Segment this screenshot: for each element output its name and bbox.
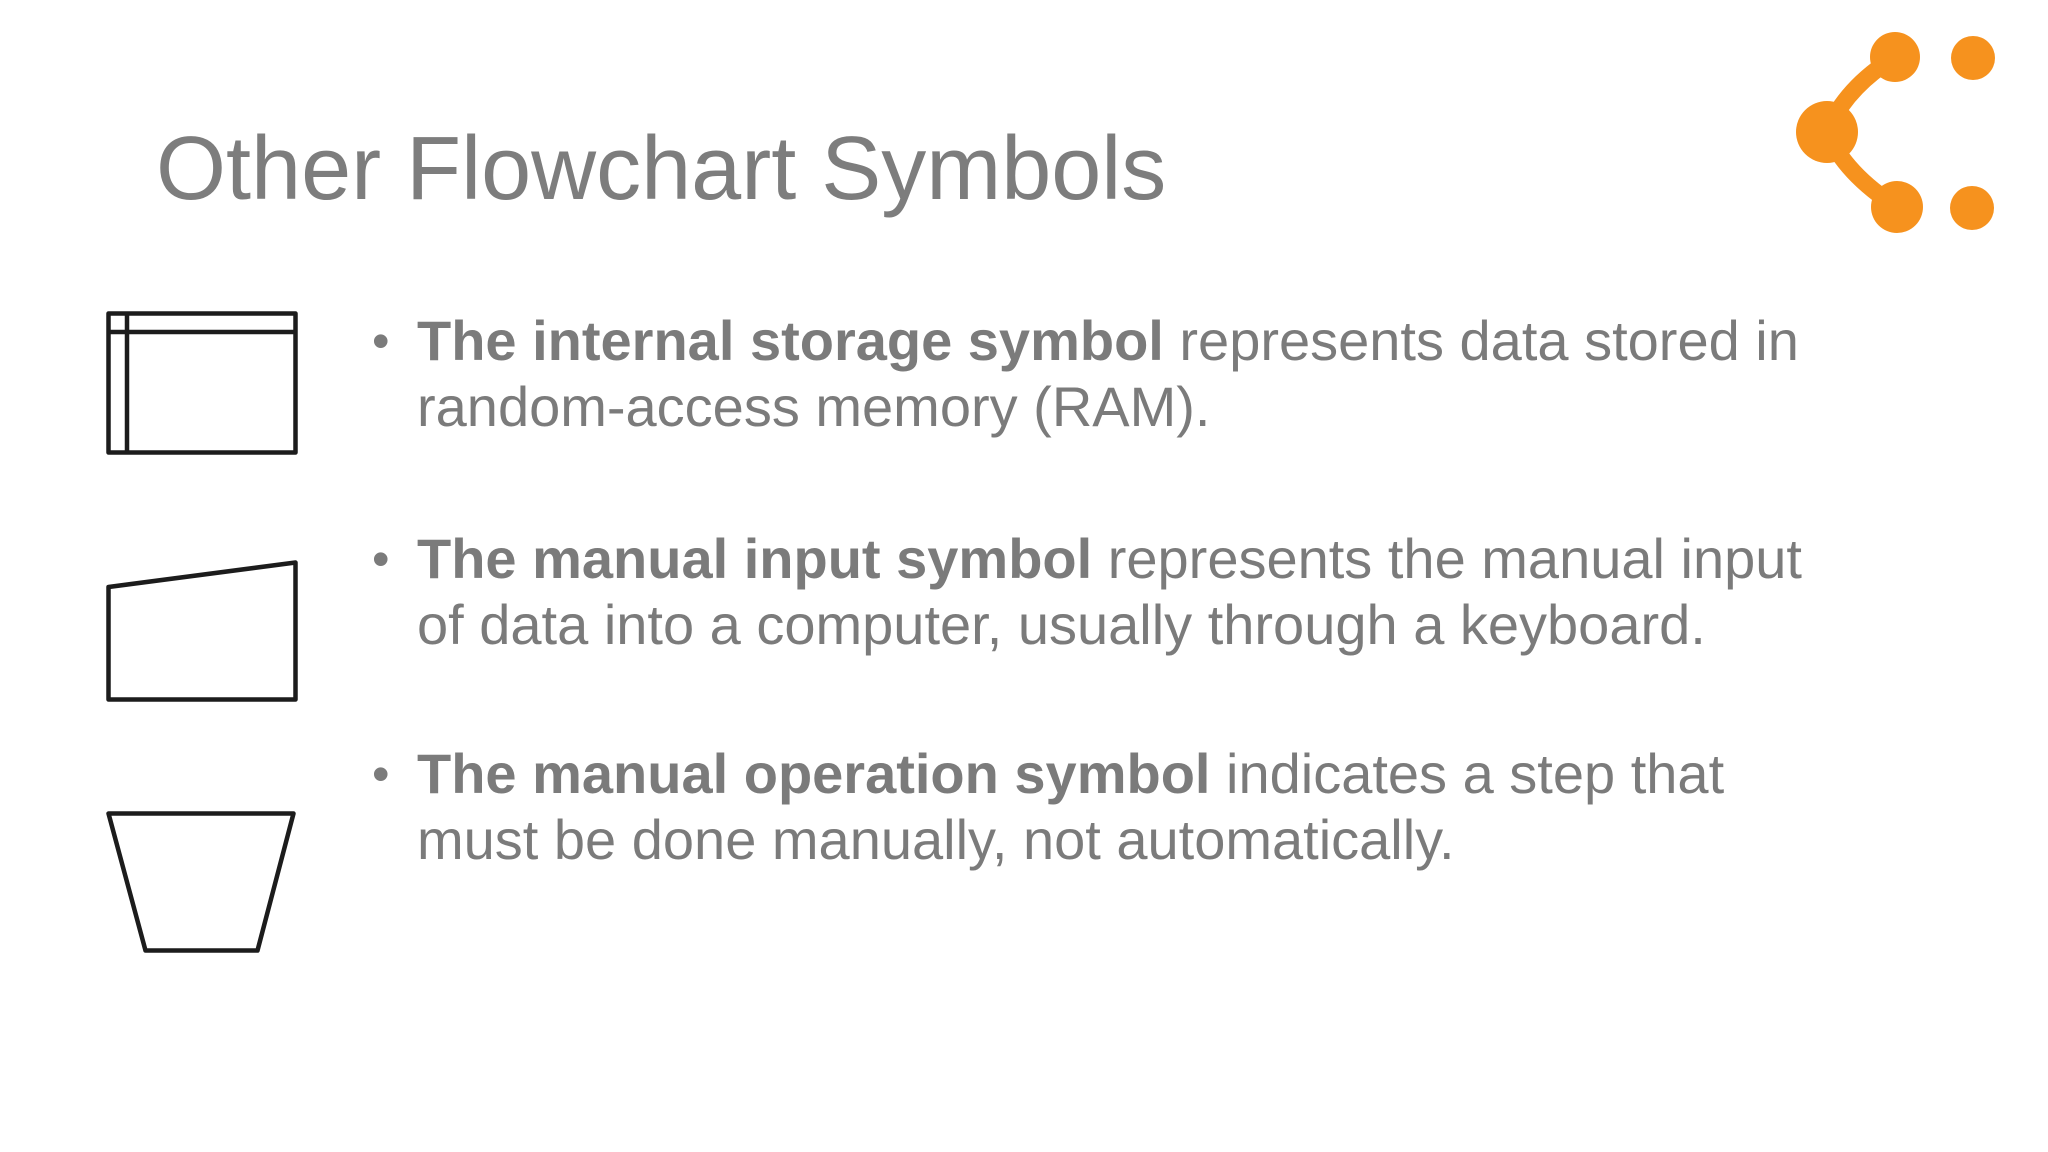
bullet-normal-text: random-access memory (RAM). (417, 375, 1211, 438)
bullet-normal-text: of data into a computer, usually through… (417, 593, 1706, 656)
bullet-internal-storage: • The internal storage symbol represents… (372, 308, 1992, 440)
bullet-icon: • (372, 746, 390, 802)
bullet-icon: • (372, 313, 390, 369)
bullet-text-line: The manual operation symbol indicates a … (417, 741, 1992, 807)
bullet-bold-text: The manual input symbol (417, 527, 1093, 590)
bullet-normal-text: indicates a step that (1210, 742, 1725, 805)
bullet-text-line: The manual input symbol represents the m… (417, 526, 1992, 592)
manual-input-symbol (106, 560, 298, 702)
network-share-icon (1796, 32, 1995, 233)
bullet-icon: • (372, 531, 390, 587)
bullet-text-line: random-access memory (RAM). (417, 374, 1992, 440)
bullet-bold-text: The internal storage symbol (417, 309, 1164, 372)
page-title: Other Flowchart Symbols (156, 119, 1167, 219)
bullet-manual-input: • The manual input symbol represents the… (372, 526, 1992, 658)
bullet-bold-text: The manual operation symbol (417, 742, 1211, 805)
bullet-text-line: The internal storage symbol represents d… (417, 308, 1992, 374)
bullet-manual-operation: • The manual operation symbol indicates … (372, 741, 1992, 873)
internal-storage-symbol (106, 311, 298, 455)
bullet-normal-text: represents data stored in (1163, 309, 1799, 372)
brand-logo (1793, 28, 1997, 234)
manual-operation-symbol (106, 811, 296, 953)
bullet-normal-text: must be done manually, not automatically… (417, 808, 1455, 871)
bullet-text-line: must be done manually, not automatically… (417, 807, 1992, 873)
bullet-text-line: of data into a computer, usually through… (417, 592, 1992, 658)
bullet-normal-text: represents the manual input (1092, 527, 1802, 590)
